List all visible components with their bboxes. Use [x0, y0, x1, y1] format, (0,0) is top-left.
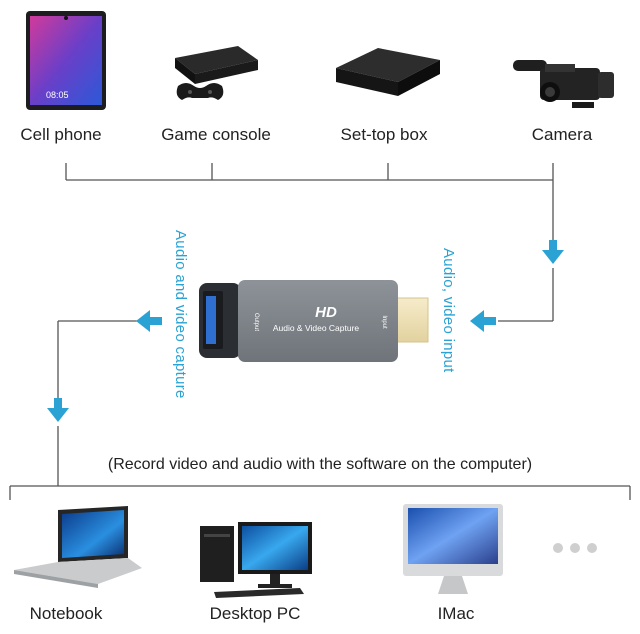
- source-label-set-top-box: Set-top box: [340, 125, 428, 144]
- source-label-game-console: Game console: [161, 125, 271, 144]
- imac-icon: [403, 504, 503, 594]
- camera-icon: [513, 60, 614, 108]
- notebook-icon: [14, 506, 142, 588]
- game-console-icon: [175, 46, 258, 100]
- set-top-box-icon: [336, 48, 440, 96]
- arrow-left-icon: [470, 310, 496, 332]
- cell-phone-icon: 08:05: [26, 11, 106, 110]
- destination-label-desktop-pc: Desktop PC: [209, 604, 301, 623]
- phone-screen-time: 08:05: [46, 90, 69, 100]
- port-input-label: Input: [381, 315, 387, 329]
- right-caption: Audio, video input: [440, 248, 457, 373]
- device-brand: HD: [315, 304, 337, 321]
- output-connector: [9, 320, 631, 500]
- source-label-cell-phone: Cell phone: [20, 125, 102, 144]
- capture-device: HD Audio & Video Capture Output Input: [199, 280, 429, 362]
- destination-label-imac: IMac: [437, 604, 475, 623]
- destination-label-notebook: Notebook: [29, 604, 103, 623]
- desktop-pc-icon: [200, 522, 312, 598]
- device-name: Audio & Video Capture: [273, 323, 360, 333]
- more-dots-icon: [553, 540, 604, 558]
- recording-note: (Record video and audio with the softwar…: [107, 456, 533, 473]
- source-label-camera: Camera: [531, 125, 593, 144]
- left-caption: Audio and video capture: [172, 230, 189, 399]
- arrow-left-icon: [136, 310, 162, 332]
- arrow-down-icon: [542, 240, 564, 264]
- port-output-label: Output: [253, 313, 259, 331]
- source-connector: [65, 163, 554, 322]
- arrow-down-icon: [47, 398, 69, 422]
